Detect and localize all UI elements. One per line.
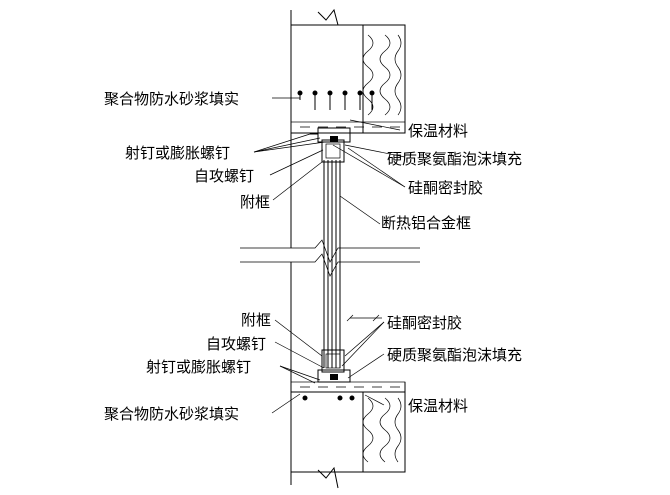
label-nail-top: 射钉或膨胀螺钉 <box>125 144 230 162</box>
label-foam-bottom: 硬质聚氨酯泡沫填充 <box>387 346 522 364</box>
label-sealant-bottom: 硅酮密封胶 <box>387 314 462 332</box>
label-nail-bottom: 射钉或膨胀螺钉 <box>146 358 251 376</box>
leader-lines <box>253 97 406 414</box>
top-lintel <box>290 24 406 134</box>
bottom-sill <box>290 381 406 473</box>
wall-lines <box>240 8 420 489</box>
bottom-frame-sill <box>317 349 351 383</box>
label-subframe-bottom: 附框 <box>241 311 271 329</box>
top-frame-head <box>310 127 351 163</box>
label-screw-top: 自攻螺钉 <box>194 167 254 185</box>
label-mortar-top: 聚合物防水砂浆填实 <box>104 90 239 108</box>
label-insulation-top: 保温材料 <box>408 122 468 140</box>
window-frame-section <box>323 160 341 368</box>
label-foam-top: 硬质聚氨酯泡沫填充 <box>387 150 522 168</box>
label-mortar-bottom: 聚合物防水砂浆填实 <box>104 405 239 423</box>
label-insulation-bottom: 保温材料 <box>408 397 468 415</box>
dimension-mark <box>346 314 382 322</box>
label-subframe-top: 附框 <box>240 193 270 211</box>
label-screw-bottom: 自攻螺钉 <box>206 335 266 353</box>
label-alu-frame: 断热铝合金框 <box>381 214 471 232</box>
annotation-labels: 聚合物防水砂浆填实 保温材料 射钉或膨胀螺钉 硬质聚氨酯泡沫填充 自攻螺钉 硅酮… <box>104 90 522 423</box>
label-sealant-top: 硅酮密封胶 <box>408 179 483 197</box>
